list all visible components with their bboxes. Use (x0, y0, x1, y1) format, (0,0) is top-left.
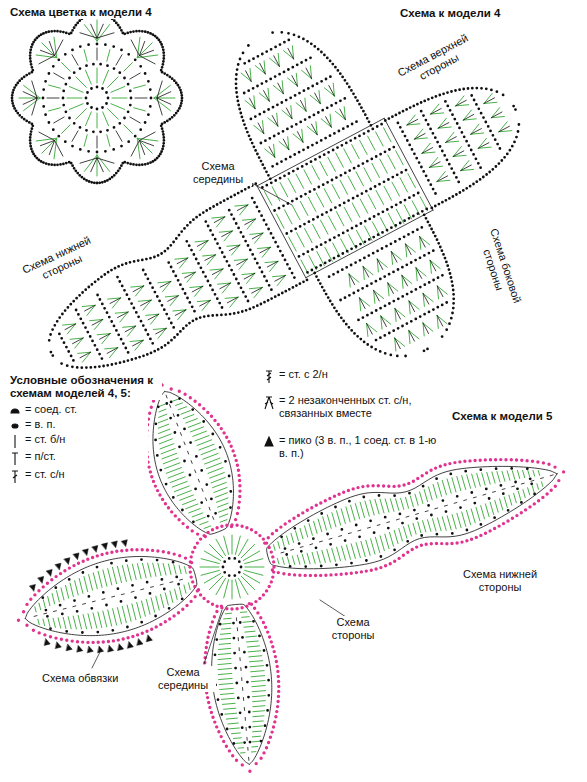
stitch-symbol-part (12, 471, 18, 483)
legend-text: = соед. ст. (25, 403, 77, 416)
diagram-heading: Схема к модели 5 (450, 410, 584, 423)
legend-item: = пико (3 в. п., 1 соед. ст. в 1-ю в. п.… (262, 434, 440, 460)
part-label: Схема боковой стороны (473, 222, 525, 314)
part-label: Схема стороны (324, 616, 382, 642)
stitch-symbol-part (12, 424, 18, 428)
stitch-symbol-part (265, 437, 273, 446)
legend-symbol (8, 403, 22, 419)
legend-text: = пико (3 в. п., 1 соед. ст. в 1-ю в. п.… (279, 434, 440, 460)
diagram-heading: Схема цветка к модели 4 (8, 6, 202, 19)
legend-symbol (8, 450, 22, 466)
legend-text: = п/ст. (25, 450, 56, 463)
legend-item: = ст. б/н (8, 433, 148, 449)
legend-item: = в. п. (8, 418, 148, 434)
stitch-symbol-part (265, 397, 273, 409)
legend-item: = 2 незаконченных ст. с/н, связанных вме… (262, 394, 450, 420)
part-label: Схема середины (150, 666, 216, 692)
legend-text: = ст. б/н (25, 433, 65, 446)
stitch-symbol-part (11, 409, 19, 413)
legend-text: = ст. с/н (25, 468, 65, 481)
part-label: Схема нижней стороны (455, 568, 545, 594)
diagram-heading: Схема к модели 4 (398, 7, 552, 20)
legend-text: = ст. с 2/н (279, 368, 328, 381)
legend-symbol (262, 368, 276, 384)
legend-item: = ст. с 2/н (262, 368, 442, 384)
legend-text: = 2 незаконченных ст. с/н, связанных вме… (279, 394, 450, 420)
legend-symbol (8, 433, 22, 449)
legend-item: = соед. ст. (8, 403, 148, 419)
legend-symbol (8, 418, 22, 434)
legend-symbol (262, 434, 276, 450)
stitch-symbol-part (12, 453, 18, 465)
stitch-symbol-part (266, 371, 272, 383)
part-label: Схема нижней стороны (14, 231, 105, 292)
legend-item: = ст. с/н (8, 468, 148, 484)
legend-symbol (8, 468, 22, 484)
legend-symbol (262, 394, 276, 410)
legend-text: = в. п. (25, 418, 55, 431)
part-label: Схема верхней стороны (392, 30, 480, 93)
part-label: Схема обвязки (40, 672, 144, 685)
diagram-heading: Условные обозначения к схемам моделей 4,… (8, 374, 162, 400)
part-label: Схема середины (184, 160, 252, 186)
stitch-symbol-part (14, 435, 15, 448)
picot-marks (30, 540, 153, 653)
legend-item: = п/ст. (8, 450, 148, 466)
